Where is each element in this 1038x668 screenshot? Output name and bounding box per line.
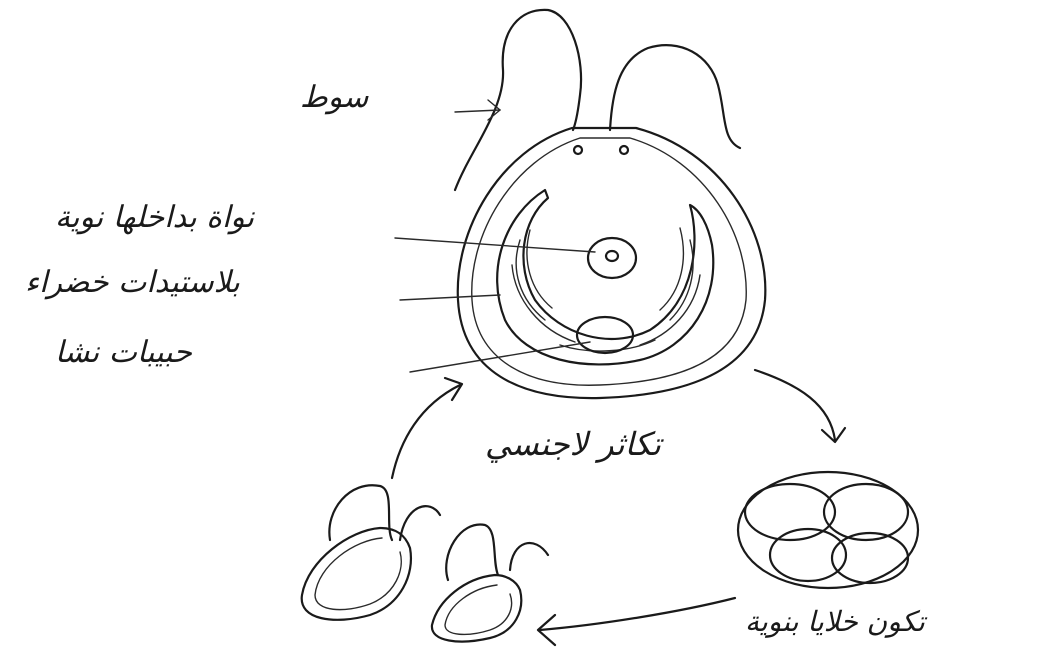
- zoospore-1-inner: [315, 538, 401, 610]
- nucleolus: [606, 251, 618, 261]
- label-flagellum: سوط: [300, 80, 368, 115]
- label-nucleus: نواة بداخلها نوية: [55, 200, 254, 235]
- basal-body-left: [574, 146, 582, 154]
- label-zoospores: تكون خلايا بنوية: [745, 605, 925, 638]
- daughter-cell-2: [824, 484, 908, 540]
- cell-outer-wall: [458, 128, 766, 398]
- pointer-reproductive: [410, 342, 590, 372]
- zoospore-2-body: [432, 575, 521, 642]
- arrow-to-zoospores: [540, 598, 735, 630]
- label-reproductive: حبيبات نشا: [55, 335, 192, 370]
- pointer-chloroplast: [400, 295, 500, 300]
- right-flagellum: [610, 45, 740, 148]
- nucleus: [588, 238, 636, 278]
- zoospore-1-flagella: [329, 485, 440, 540]
- label-asexual: تكاثر لاجنسي: [485, 425, 661, 463]
- label-chloroplasts: بلاستيدات خضراء: [25, 265, 240, 300]
- chloroplast-striations: [512, 228, 700, 351]
- basal-body-right: [620, 146, 628, 154]
- zoospore-2-flagella: [446, 525, 548, 580]
- arrow-back-to-cell: [392, 385, 460, 478]
- zoospore-1-body: [302, 528, 411, 620]
- cell-membrane: [472, 138, 746, 385]
- left-flagellum: [455, 10, 581, 190]
- pointer-nucleus: [395, 238, 595, 252]
